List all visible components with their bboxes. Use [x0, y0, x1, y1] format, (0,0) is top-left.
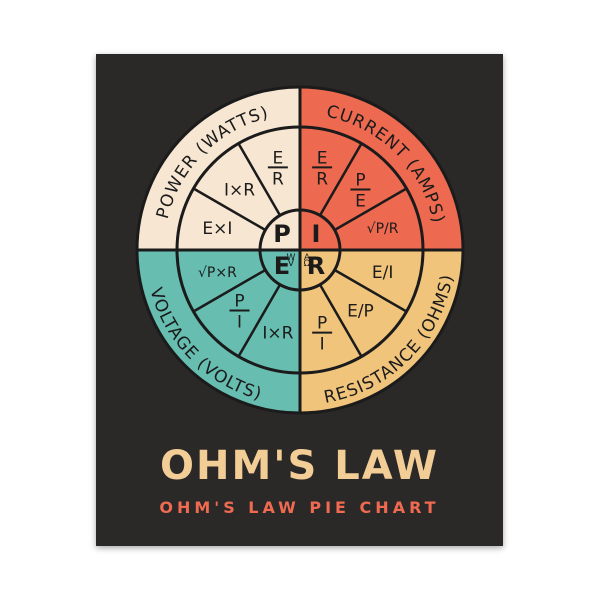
resistance-formula: E/P	[347, 302, 374, 322]
power-formula: ER	[267, 148, 288, 189]
resistance-cell-divider	[318, 284, 363, 358]
power-sector	[137, 87, 300, 250]
formula-numerator: E	[317, 148, 328, 168]
power-formula: I×R	[224, 181, 255, 201]
current-formula: PE	[350, 171, 371, 212]
current-cell-divider	[318, 142, 363, 216]
resistance-sector	[300, 250, 463, 413]
power-symbol: P	[273, 220, 291, 248]
voltage-symbol: E	[274, 252, 290, 280]
formula-denominator: I	[237, 312, 242, 332]
formula-numerator: P	[317, 314, 327, 334]
resistance-unit: Ω	[304, 259, 311, 269]
resistance-formula: PI	[312, 314, 333, 355]
resistance-symbol: R	[307, 252, 325, 280]
formula-denominator: R	[272, 169, 284, 189]
formula-denominator: R	[316, 169, 328, 189]
formula-numerator: P	[234, 291, 244, 311]
voltage-formula: I×R	[262, 324, 293, 344]
current-formula: √P/R	[367, 221, 399, 237]
power-formula: E×I	[202, 219, 232, 239]
voltage-formula: √P×R	[198, 265, 237, 281]
voltage-unit: V	[288, 259, 295, 269]
current-symbol: I	[312, 220, 321, 248]
resistance-cell-divider	[334, 268, 408, 313]
power-cell-divider	[237, 142, 282, 216]
formula-denominator: I	[320, 335, 325, 355]
current-cell-divider	[334, 187, 408, 232]
poster-title: OHM'S LAW	[159, 443, 440, 489]
formula-denominator: E	[355, 192, 366, 212]
voltage-formula: PI	[229, 291, 250, 332]
power-cell-divider	[192, 187, 266, 232]
current-formula: ER	[312, 148, 333, 189]
voltage-cell-divider	[237, 284, 282, 358]
formula-numerator: P	[355, 171, 365, 191]
voltage-sector	[137, 250, 300, 413]
voltage-cell-divider	[192, 268, 266, 313]
current-sector	[300, 87, 463, 250]
power-unit: W	[287, 253, 296, 263]
poster-subtitle: OHM'S LAW PIE CHART	[159, 498, 440, 517]
current-unit: A	[304, 253, 311, 263]
resistance-formula: E/I	[372, 263, 393, 283]
formula-numerator: E	[272, 148, 283, 168]
